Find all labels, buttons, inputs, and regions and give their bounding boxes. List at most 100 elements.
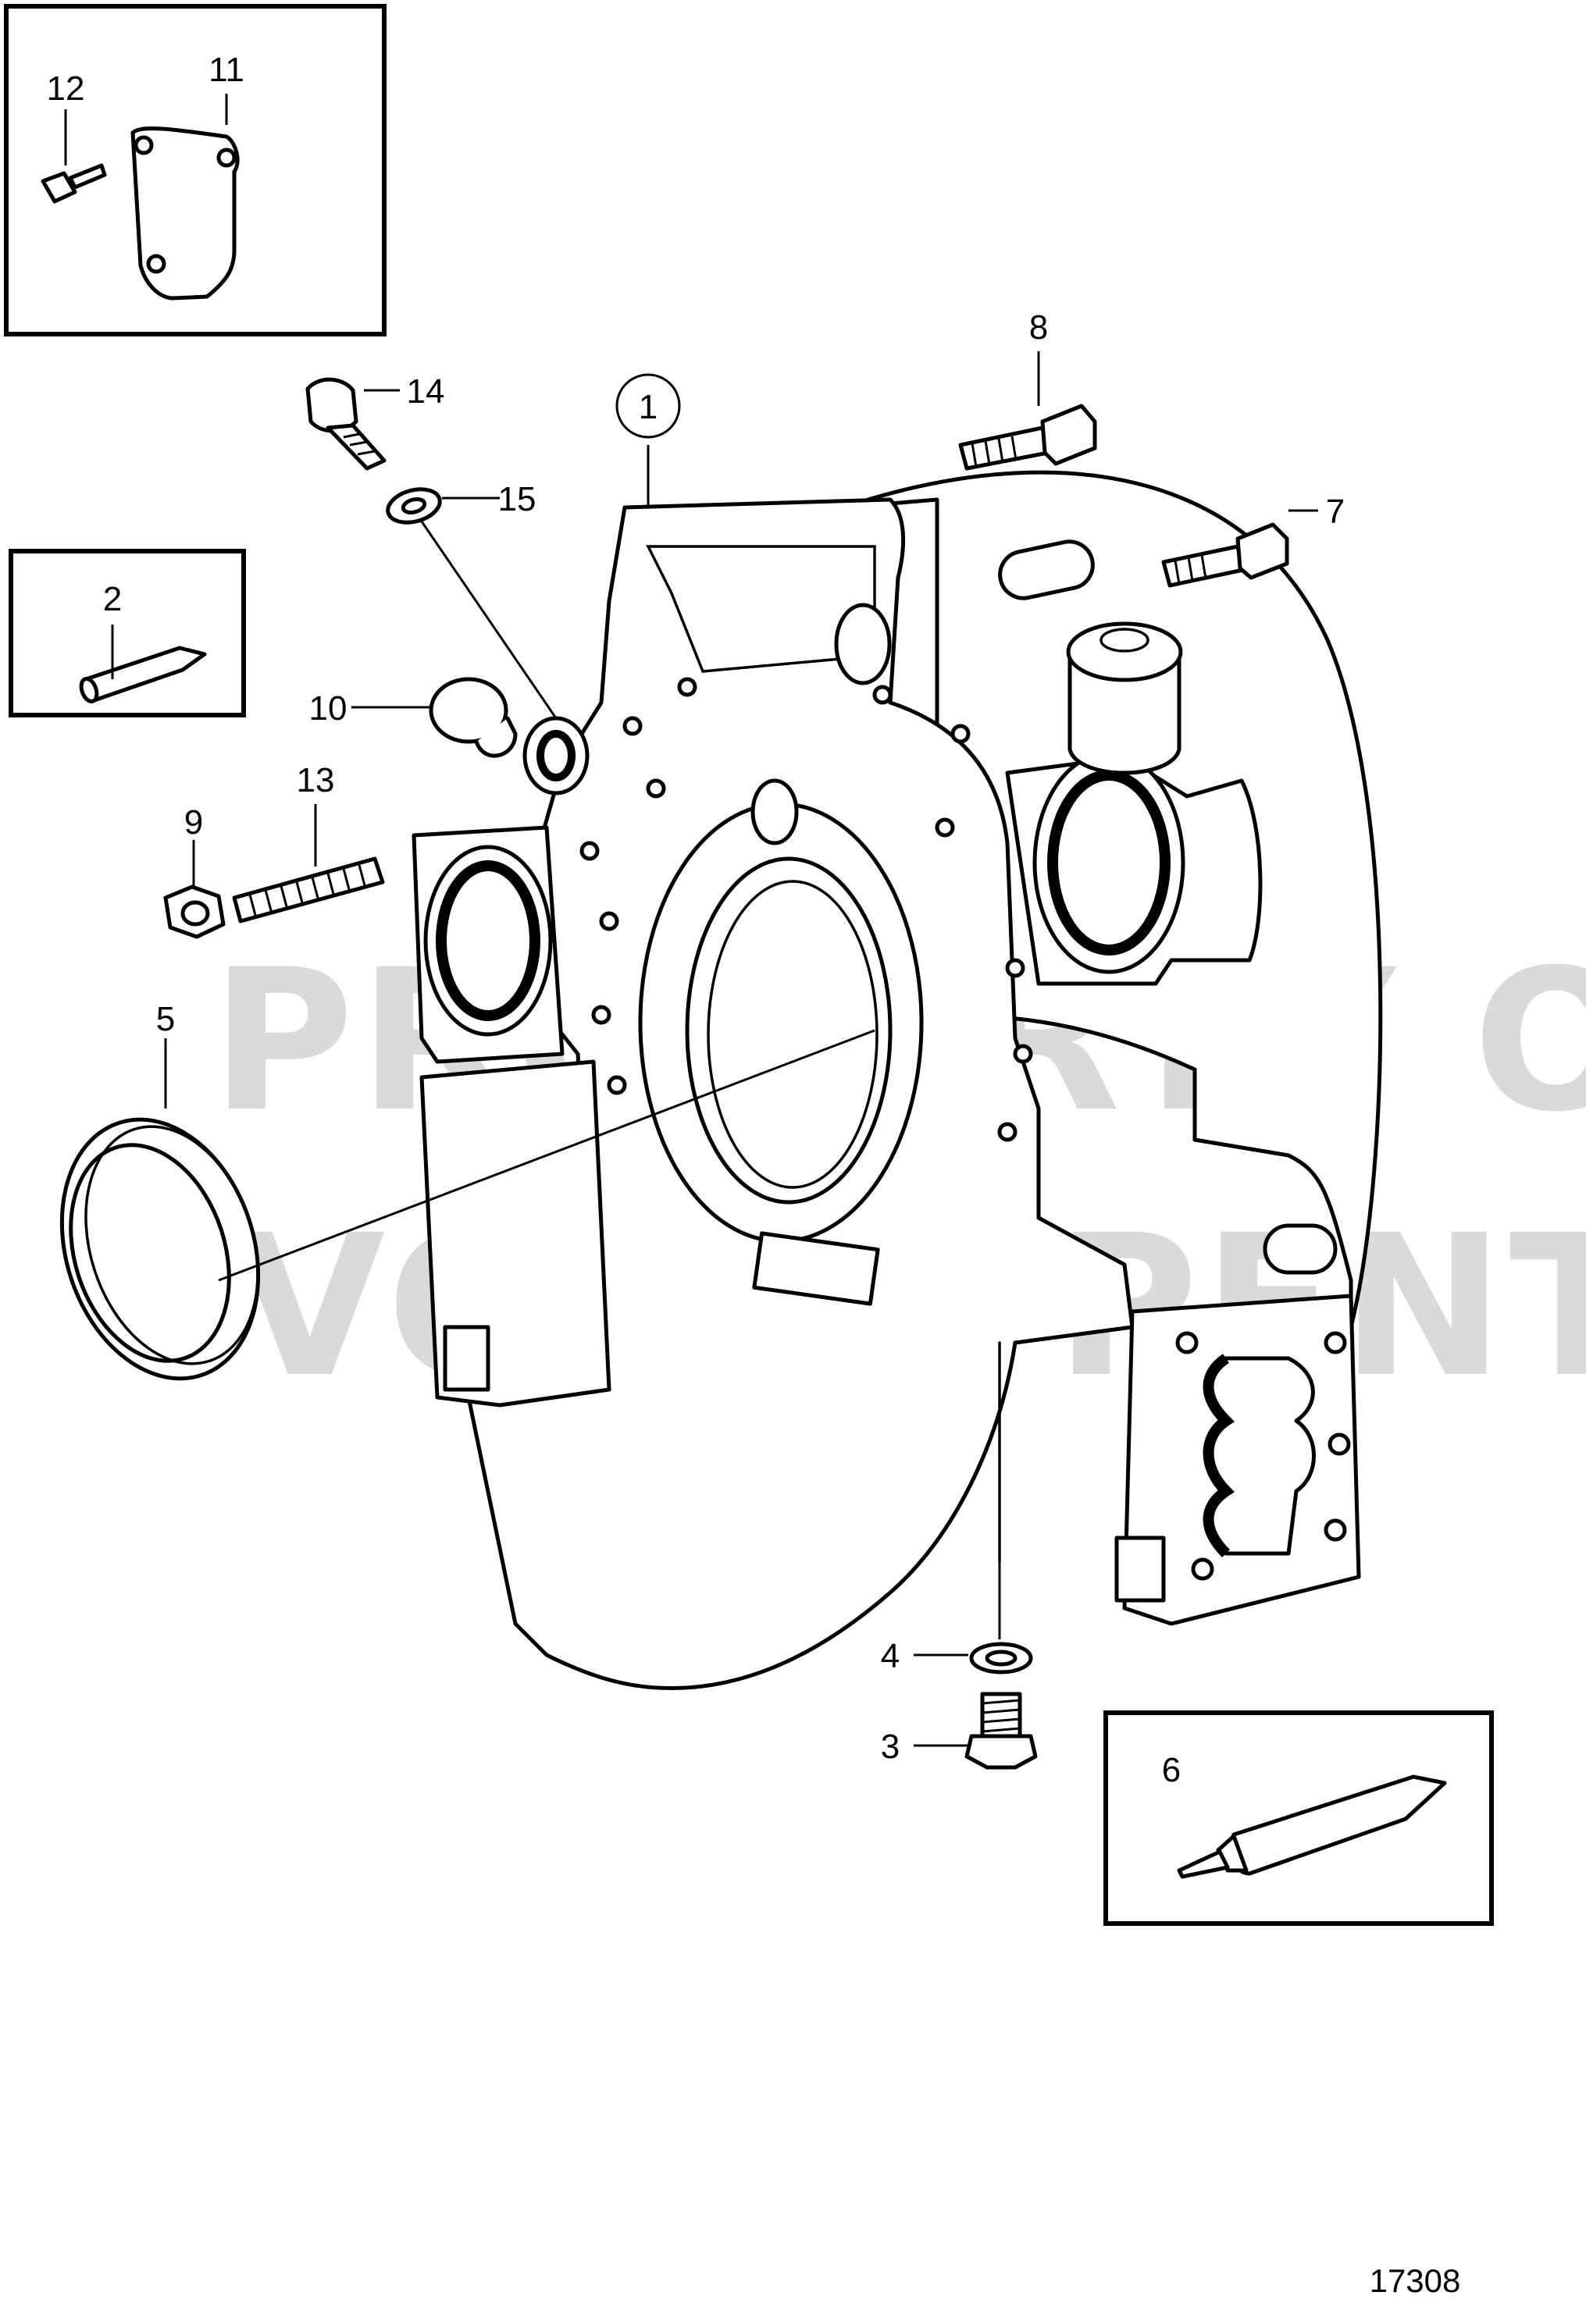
screw-14-head — [305, 377, 358, 433]
bolt-hole — [599, 911, 619, 931]
callout-6: 6 — [1162, 1751, 1181, 1789]
callout-1: 1 — [639, 388, 658, 426]
upper-right-boss — [1067, 653, 1181, 775]
callout-5: 5 — [156, 1000, 175, 1038]
bolt-hole — [646, 778, 666, 799]
bolt-hole — [1175, 1331, 1199, 1354]
bolt-8-thread — [971, 436, 1018, 468]
figure-number: 17308 — [1370, 2262, 1461, 2299]
tube-6-body — [1228, 1774, 1447, 1876]
plug-10-stem — [474, 716, 518, 758]
callout-14: 14 — [407, 372, 445, 411]
seal-ring-5-edge — [84, 1125, 259, 1365]
bolt-hole — [591, 1005, 611, 1025]
housing-dowel-boss — [750, 778, 799, 845]
nut-9-hole — [180, 900, 210, 927]
callout-9: 9 — [184, 803, 203, 842]
bolt-hole — [1324, 1331, 1347, 1354]
bolt-hole — [1005, 958, 1025, 978]
leader-15-to-boss — [420, 521, 558, 719]
upper-right-plug-socket — [1100, 628, 1149, 653]
bolt-hole — [677, 677, 697, 697]
cover-plate-hole — [134, 135, 154, 155]
gearbox-flange-tab — [1114, 1536, 1166, 1603]
callout-4: 4 — [881, 1637, 900, 1675]
housing-bolt-holes — [579, 677, 1351, 1581]
part-9-nut — [163, 884, 226, 939]
plug-3-thread — [982, 1699, 1021, 1733]
bolt-hole — [935, 817, 955, 838]
screw-14-shank — [326, 423, 387, 471]
pin-end — [79, 677, 99, 703]
part-4-washer — [969, 1642, 1033, 1674]
screw-14-thread — [343, 432, 376, 456]
part-14-screw — [305, 377, 387, 471]
screw-12-head — [41, 171, 77, 204]
part-5-seal-ring — [59, 1117, 261, 1381]
gearbox-flange-seal — [1203, 1354, 1235, 1557]
part-6-sealant-tube — [1177, 1774, 1447, 1879]
callout-8: 8 — [1029, 308, 1048, 347]
bolt-7-thread — [1174, 554, 1207, 585]
bolt-hole — [1191, 1557, 1214, 1581]
bolt-hole — [1328, 1432, 1351, 1456]
part-15-washer — [386, 487, 442, 525]
bolt-8-head — [1040, 404, 1097, 466]
bolt-7-head — [1235, 522, 1289, 580]
bolt-hole — [872, 685, 893, 705]
bolt-hole — [579, 841, 600, 861]
inset-box-sealant — [1103, 1710, 1494, 1926]
pin-body — [84, 646, 207, 703]
boss-seal-ring — [522, 716, 590, 795]
callout-15: 15 — [498, 480, 536, 518]
bolt-hole — [622, 716, 643, 736]
bolt-hole — [607, 1075, 627, 1095]
crank-bore-inner — [685, 856, 893, 1205]
plug-10-head — [429, 677, 508, 744]
housing-top-rib — [646, 545, 876, 673]
crank-bore-lip — [707, 880, 879, 1189]
part-7-bolt — [1161, 522, 1289, 588]
part-8-bolt — [958, 404, 1097, 471]
part-2-pin — [79, 646, 207, 703]
washer-15-inner — [401, 496, 427, 515]
callout-13: 13 — [297, 761, 335, 799]
part-13-stud — [232, 856, 385, 924]
callouts: 1 2 3 4 5 6 7 8 9 10 11 12 13 14 15 — [47, 51, 1345, 1789]
callout-12: 12 — [47, 69, 85, 108]
callout-10: 10 — [309, 689, 347, 728]
cover-plate-hole — [146, 254, 166, 274]
cover-plate-hole — [216, 148, 237, 168]
tube-6-nozzle — [1177, 1849, 1230, 1879]
washer-4-inner — [985, 1650, 1018, 1667]
housing-left-tab — [443, 1325, 490, 1392]
bolt-hole — [1013, 1044, 1033, 1064]
part-12-screw — [41, 163, 107, 204]
part-11-cover-plate — [130, 126, 240, 301]
housing-left-box — [419, 1059, 611, 1408]
boss-seal-ring-inner — [536, 730, 576, 781]
part-10-plug — [429, 677, 518, 758]
starter-opening-seal — [1047, 770, 1171, 956]
inset-box-pin — [9, 549, 246, 717]
callout-11: 11 — [208, 51, 244, 89]
callout-2: 2 — [103, 580, 122, 618]
inset-box-cover-plate — [4, 4, 387, 336]
callout-7: 7 — [1326, 493, 1345, 531]
leader-lines — [64, 94, 1318, 1747]
part-3-plug — [964, 1692, 1038, 1770]
inspection-opening-seal — [436, 860, 540, 1021]
plug-3-head — [964, 1734, 1038, 1770]
screw-12-shank — [68, 163, 107, 190]
stud-13-thread — [248, 864, 367, 919]
leader-5-to-bore — [218, 1029, 875, 1282]
callout-1-circle — [615, 373, 681, 439]
housing-top-boss — [834, 603, 892, 685]
bolt-hole — [1324, 1518, 1347, 1542]
bolt-hole — [950, 724, 971, 744]
name-plate-recess — [752, 1231, 880, 1306]
flywheel-housing — [412, 470, 1383, 1691]
rear-slot-lower — [1263, 1223, 1338, 1275]
callout-3: 3 — [881, 1728, 900, 1766]
